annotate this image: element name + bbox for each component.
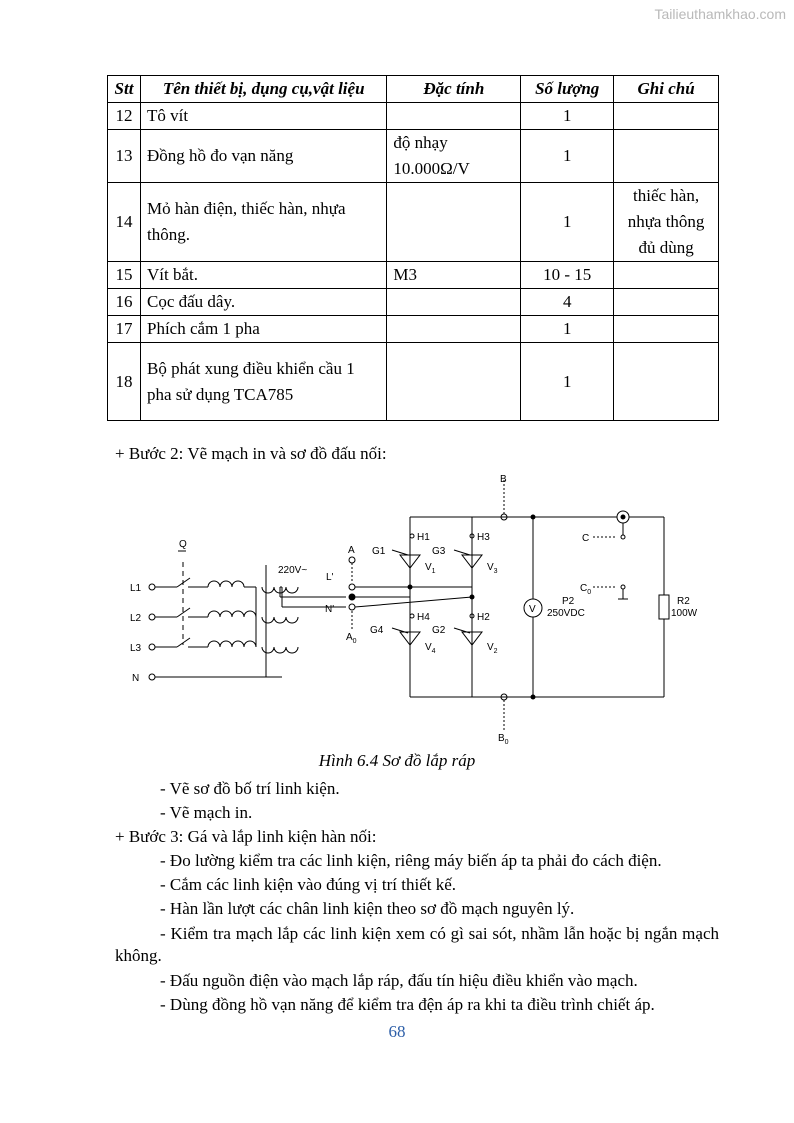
cell-qty: 4 xyxy=(520,288,615,316)
cell-stt: 12 xyxy=(107,102,141,130)
label-G1: G1 xyxy=(372,546,386,557)
voltmeter-icon: V xyxy=(529,604,536,615)
cell-qty: 1 xyxy=(520,129,615,183)
cell-qty: 1 xyxy=(520,315,615,343)
list-item: - Kiểm tra mạch lắp các linh kiện xem có… xyxy=(115,924,719,965)
cell-spec xyxy=(386,315,522,343)
cell-spec xyxy=(386,342,522,421)
cell-stt: 15 xyxy=(107,261,141,289)
label-H2: H2 xyxy=(477,612,490,623)
cell-name: Mỏ hàn điện, thiếc hàn, nhựa thông. xyxy=(139,182,388,262)
table-row: 18 Bộ phát xung điều khiển cầu 1 pha sử … xyxy=(107,342,719,421)
cell-spec: M3 xyxy=(386,261,522,289)
label-G2: G2 xyxy=(432,625,446,636)
label-V1: V1 xyxy=(425,562,436,575)
cell-note: thiếc hàn, nhựa thông đủ dùng xyxy=(613,182,719,262)
label-L-prime: L' xyxy=(326,572,334,583)
cell-name: Phích cắm 1 pha xyxy=(139,315,388,343)
list-item: - Đấu nguồn điện vào mạch lắp ráp, đấu t… xyxy=(160,971,638,990)
label-C0: C0 xyxy=(580,583,591,596)
label-R2: R2 xyxy=(677,596,690,607)
header-spec: Đặc tính xyxy=(386,75,522,103)
cell-note xyxy=(613,129,719,183)
label-L1: L1 xyxy=(130,583,142,594)
cell-qty: 1 xyxy=(520,342,615,421)
list-item: - Dùng đồng hồ vạn năng để kiểm tra đện … xyxy=(160,995,655,1014)
page-number: 68 xyxy=(388,1022,406,1041)
table-row: 14 Mỏ hàn điện, thiếc hàn, nhựa thông. 1… xyxy=(107,182,719,262)
cell-qty: 10 - 15 xyxy=(520,261,615,289)
label-B: B xyxy=(500,474,507,485)
cell-qty: 1 xyxy=(520,102,615,130)
label-R2-spec: 100W xyxy=(671,608,698,619)
header-note: Ghi chú xyxy=(613,75,719,103)
header-stt: Stt xyxy=(107,75,141,103)
cell-stt: 14 xyxy=(107,182,141,262)
table-row: 16 Cọc đấu dây. 4 xyxy=(107,288,719,316)
label-A: A xyxy=(348,545,355,556)
label-N-prime: N' xyxy=(325,604,334,615)
cell-note xyxy=(613,342,719,421)
label-P2: P2 xyxy=(562,596,575,607)
label-L3: L3 xyxy=(130,643,142,654)
cell-note xyxy=(613,261,719,289)
table-row: 15 Vít bắt. M3 10 - 15 xyxy=(107,261,719,289)
label-P2-spec: 250VDC xyxy=(547,608,585,619)
label-V2: V2 xyxy=(487,642,498,655)
cell-stt: 17 xyxy=(107,315,141,343)
cell-spec xyxy=(386,102,522,130)
table-header-row: Stt Tên thiết bị, dụng cụ,vật liệu Đặc t… xyxy=(107,75,719,103)
cell-spec: độ nhạy 10.000Ω/V xyxy=(386,129,522,183)
list-item: - Đo lường kiểm tra các linh kiện, riêng… xyxy=(160,851,662,870)
cell-name: Bộ phát xung điều khiển cầu 1 pha sử dụn… xyxy=(139,342,388,421)
figure-caption: Hình 6.4 Sơ đồ lắp ráp xyxy=(318,751,476,770)
cell-qty: 1 xyxy=(520,182,615,262)
label-L2: L2 xyxy=(130,613,142,624)
table-row: 13 Đồng hồ đo vạn năng độ nhạy 10.000Ω/V… xyxy=(107,129,719,183)
cell-stt: 13 xyxy=(107,129,141,183)
cell-note xyxy=(613,288,719,316)
list-item: - Vẽ sơ đồ bố trí linh kiện. xyxy=(160,779,340,798)
label-220v: 220V~ xyxy=(278,565,307,576)
list-item: - Cắm các linh kiện vào đúng vị trí thiế… xyxy=(160,875,457,894)
cell-stt: 18 xyxy=(107,342,141,421)
header-qty: Số lượng xyxy=(520,75,615,103)
table-row: 12 Tô vít 1 xyxy=(107,102,719,130)
list-item: - Hàn lần lượt các chân linh kiện theo s… xyxy=(160,899,575,918)
label-C: C xyxy=(582,533,589,544)
cell-note xyxy=(613,315,719,343)
cell-spec xyxy=(386,182,522,262)
cell-name: Vít bắt. xyxy=(139,261,388,289)
label-Q: Q xyxy=(179,539,187,550)
wiring-diagram: B B0 Q L1 L2 L3 N 220V~ A A0 L' N' G1 G3… xyxy=(130,474,698,746)
label-B0: B0 xyxy=(498,733,509,746)
step-2-heading: + Bước 2: Vẽ mạch in và sơ đồ đấu nối: xyxy=(115,444,387,463)
label-N: N xyxy=(132,673,139,684)
list-item: - Vẽ mạch in. xyxy=(160,803,253,822)
label-V3: V3 xyxy=(487,562,498,575)
header-name: Tên thiết bị, dụng cụ,vật liệu xyxy=(139,75,388,103)
label-H1: H1 xyxy=(417,532,430,543)
equipment-table: Stt Tên thiết bị, dụng cụ,vật liệu Đặc t… xyxy=(107,75,719,421)
cell-name: Tô vít xyxy=(139,102,388,130)
label-H3: H3 xyxy=(477,532,490,543)
cell-name: Cọc đấu dây. xyxy=(139,288,388,316)
label-G4: G4 xyxy=(370,625,384,636)
label-A0: A0 xyxy=(346,632,357,645)
label-G3: G3 xyxy=(432,546,446,557)
label-V4: V4 xyxy=(425,642,436,655)
cell-spec xyxy=(386,288,522,316)
step-3-heading: + Bước 3: Gá và lắp linh kiện hàn nối: xyxy=(115,827,377,846)
cell-note xyxy=(613,102,719,130)
cell-stt: 16 xyxy=(107,288,141,316)
cell-name: Đồng hồ đo vạn năng xyxy=(139,129,388,183)
table-row: 17 Phích cắm 1 pha 1 xyxy=(107,315,719,343)
label-H4: H4 xyxy=(417,612,430,623)
watermark: Tailieuthamkhao.com xyxy=(654,6,786,22)
